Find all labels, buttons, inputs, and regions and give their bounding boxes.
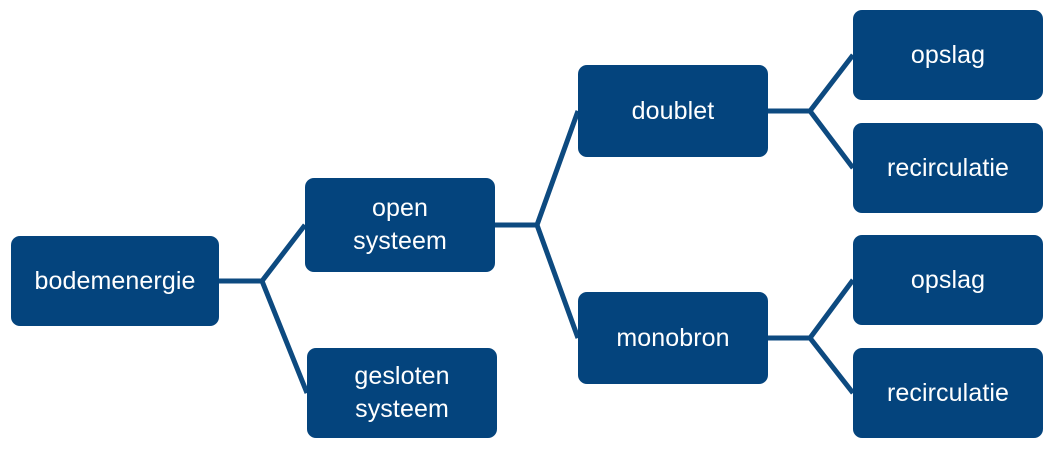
connector-open-systeem-to-doublet bbox=[495, 110, 581, 228]
node-gesloten-systeem[interactable]: gesloten systeem bbox=[307, 348, 497, 438]
node-open-systeem[interactable]: open systeem bbox=[305, 178, 495, 272]
node-doublet-recirculatie[interactable]: recirculatie bbox=[853, 123, 1043, 213]
connector-monobron-to-monobron-recirculatie bbox=[768, 335, 855, 395]
node-bodemenergie[interactable]: bodemenergie bbox=[11, 236, 219, 326]
node-monobron-opslag[interactable]: opslag bbox=[853, 235, 1043, 325]
connector-open-systeem-to-monobron bbox=[495, 222, 581, 339]
connector-doublet-to-doublet-opslag bbox=[768, 53, 855, 114]
node-doublet[interactable]: doublet bbox=[578, 65, 768, 157]
node-doublet-opslag[interactable]: opslag bbox=[853, 10, 1043, 100]
node-monobron[interactable]: monobron bbox=[578, 292, 768, 384]
connector-doublet-to-doublet-recirculatie bbox=[768, 108, 855, 170]
connector-bodemenergie-to-open-systeem bbox=[219, 223, 307, 284]
node-monobron-recirculatie[interactable]: recirculatie bbox=[853, 348, 1043, 438]
connector-monobron-to-monobron-opslag bbox=[768, 278, 856, 341]
connector-bodemenergie-to-gesloten-systeem bbox=[219, 278, 310, 394]
